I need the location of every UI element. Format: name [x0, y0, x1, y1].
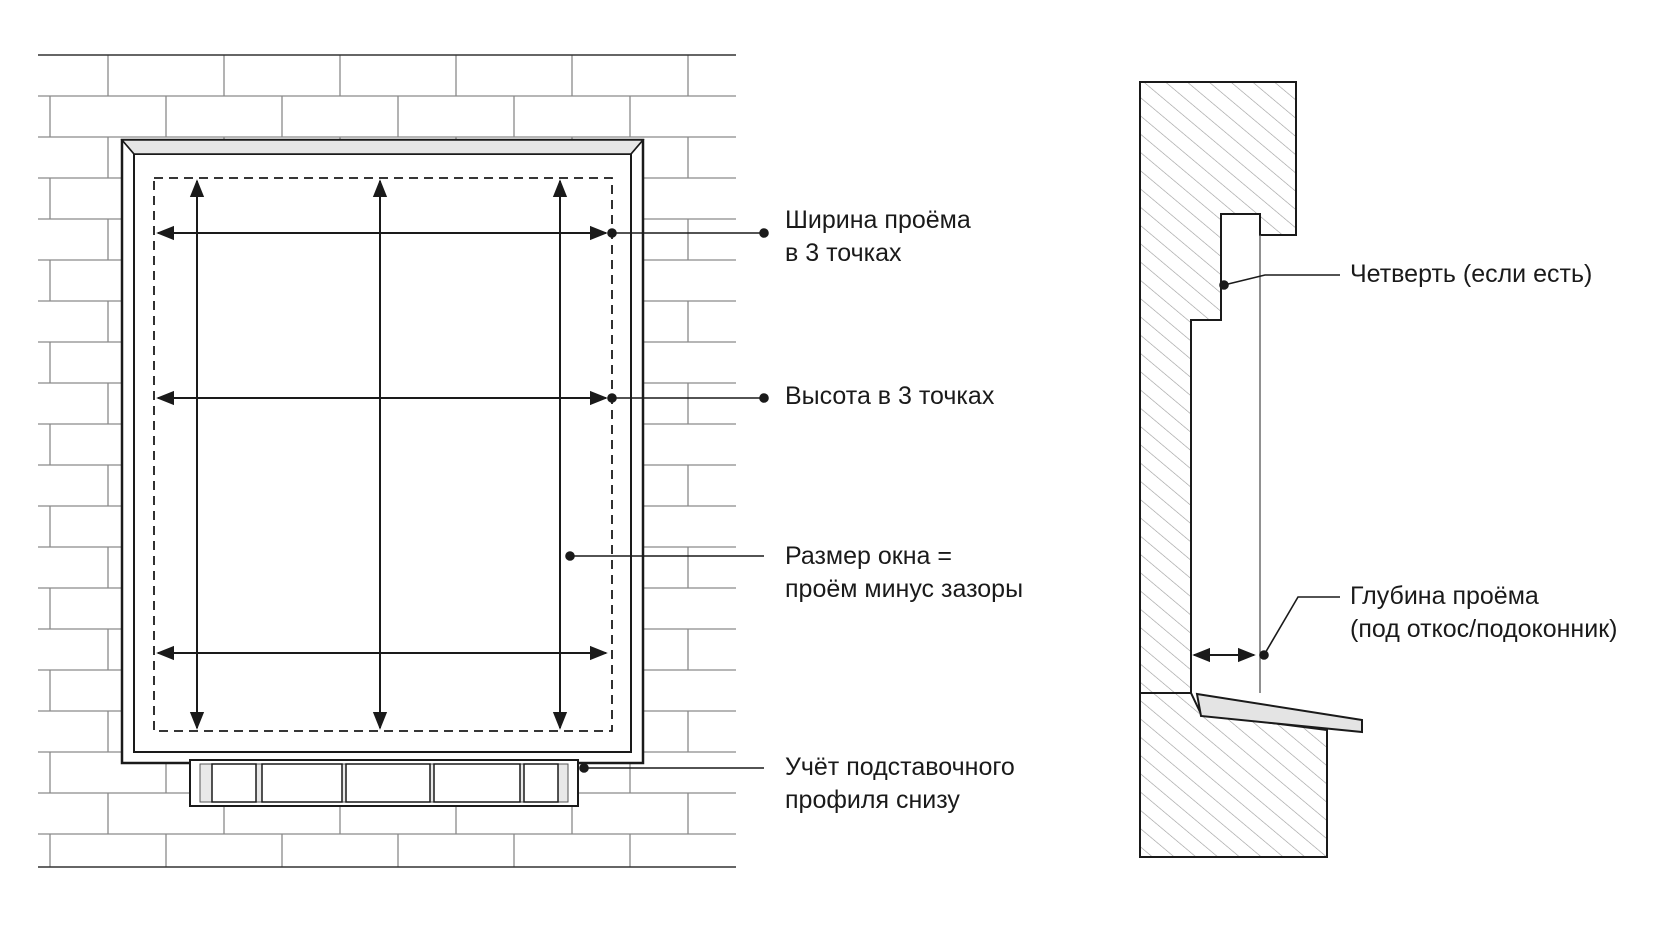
sill-board: [1195, 692, 1363, 734]
label-height: Высота в 3 точках: [785, 382, 995, 410]
dimension-arrows: [156, 179, 608, 730]
label-depth: Глубина проёма (под откос/подоконник): [1350, 582, 1618, 643]
label-quarter: Четверть (если есть): [1350, 260, 1593, 288]
label-opening-width: Ширина проёма в 3 точках: [785, 206, 971, 267]
sill-profile: [189, 759, 579, 807]
window-size-outline: [153, 177, 613, 732]
label-window-size: Размер окна = проём минус зазоры: [785, 542, 1024, 603]
front-leaders: [565, 228, 769, 773]
section-leaders: [1219, 274, 1340, 660]
wall-section: [1139, 81, 1363, 858]
label-sill-profile: Учёт подставочного профиля снизу: [785, 753, 1015, 814]
